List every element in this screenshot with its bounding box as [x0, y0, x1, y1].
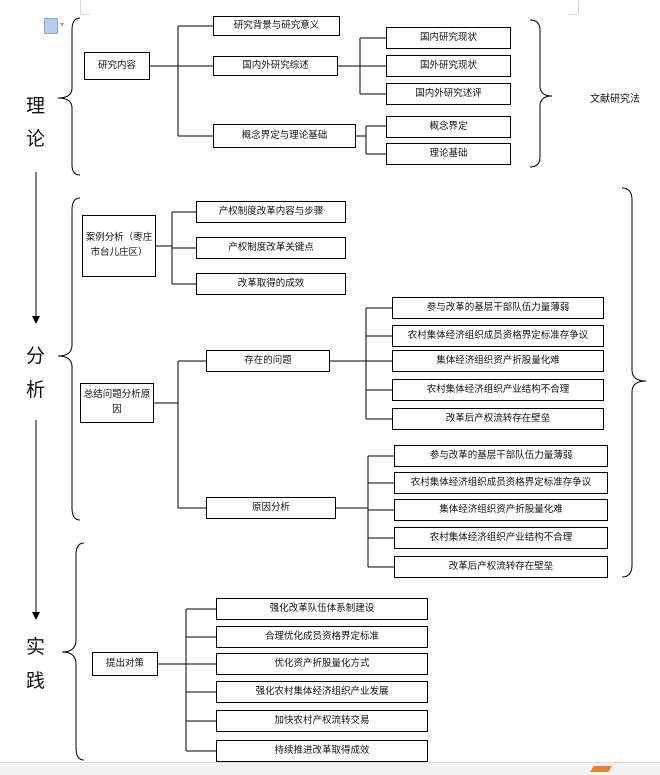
node-case-analysis: 案例分析（枣庄市台儿庄区） — [82, 215, 156, 277]
node-cause-3: 集体经济组织资产折股量化难 — [394, 499, 608, 521]
node-cause-analysis: 原因分析 — [206, 497, 336, 519]
node-countermeasure-3: 优化资产折股量化方式 — [216, 653, 428, 675]
node-background-significance: 研究背景与研究意义 — [213, 16, 340, 36]
node-concepts-theory: 概念界定与理论基础 — [213, 124, 356, 148]
page-corner-mark — [80, 0, 81, 14]
node-countermeasure-2: 合理优化成员资格界定标准 — [216, 626, 428, 648]
method-label: 文献研究法 — [590, 94, 640, 105]
page-corner-mark — [80, 14, 90, 15]
node-domestic-status: 国内研究现状 — [386, 27, 511, 49]
node-countermeasure-4: 强化农村集体经济组织产业发展 — [216, 681, 428, 703]
node-concept-definition: 概念界定 — [386, 116, 511, 138]
node-research-content: 研究内容 — [84, 52, 150, 80]
node-problem-2: 农村集体经济组织成员资格界定标准存争议 — [392, 325, 604, 347]
method-bracket — [529, 19, 553, 168]
node-reform-key-points: 产权制度改革关键点 — [196, 237, 346, 259]
node-cause-1: 参与改革的基层干部队伍力量薄弱 — [394, 445, 608, 467]
document-icon — [44, 18, 58, 34]
node-problem-3: 集体经济组织资产折股量化难 — [392, 350, 604, 372]
node-reform-content-steps: 产权制度改革内容与步骤 — [196, 201, 346, 223]
node-existing-problems: 存在的问题 — [206, 350, 330, 372]
page-corner-mark — [578, 0, 579, 14]
theory-bracket — [57, 17, 81, 176]
node-propose-countermeasures: 提出对策 — [92, 652, 158, 676]
node-summary-analysis: 总结问题分析原因 — [80, 383, 154, 423]
analysis-bracket — [57, 197, 81, 521]
bottom-scroll-area — [0, 762, 660, 775]
node-reform-achievements: 改革取得的成效 — [196, 273, 346, 295]
analysis-right-bracket — [621, 187, 647, 578]
node-foreign-status: 国外研究现状 — [386, 55, 511, 77]
node-cause-5: 改革后产权流转存在壁垒 — [394, 556, 608, 578]
node-cause-4: 农村集体经济组织产业结构不合理 — [394, 527, 608, 549]
node-countermeasure-5: 加快农村产权流转交易 — [216, 710, 428, 732]
page-corner-mark — [568, 14, 578, 15]
node-review-comment: 国内外研究述评 — [386, 83, 511, 105]
node-problem-1: 参与改革的基层干部队伍力量薄弱 — [392, 297, 604, 319]
chevron-down-icon: ▾ — [60, 20, 65, 29]
stage-label-fen: 分 — [26, 345, 46, 367]
stage-label-lun: 论 — [26, 128, 46, 150]
corner-accent-icon — [590, 766, 612, 772]
stage-label-shi: 实 — [26, 636, 46, 658]
node-literature-review: 国内外研究综述 — [213, 56, 338, 76]
node-countermeasure-6: 持续推进改革取得成效 — [216, 740, 428, 762]
stage-label-jian: 践 — [26, 670, 46, 692]
practice-bracket — [61, 542, 85, 761]
node-cause-2: 农村集体经济组织成员资格界定标准存争议 — [394, 472, 608, 494]
stage-label-li: 理 — [26, 95, 46, 117]
node-theoretical-basis: 理论基础 — [386, 143, 511, 165]
stage-label-xi: 析 — [26, 379, 46, 401]
node-problem-5: 改革后产权流转存在壁垒 — [392, 408, 604, 430]
node-problem-4: 农村集体经济组织产业结构不合理 — [392, 379, 604, 401]
node-countermeasure-1: 强化改革队伍体系制建设 — [216, 598, 428, 620]
